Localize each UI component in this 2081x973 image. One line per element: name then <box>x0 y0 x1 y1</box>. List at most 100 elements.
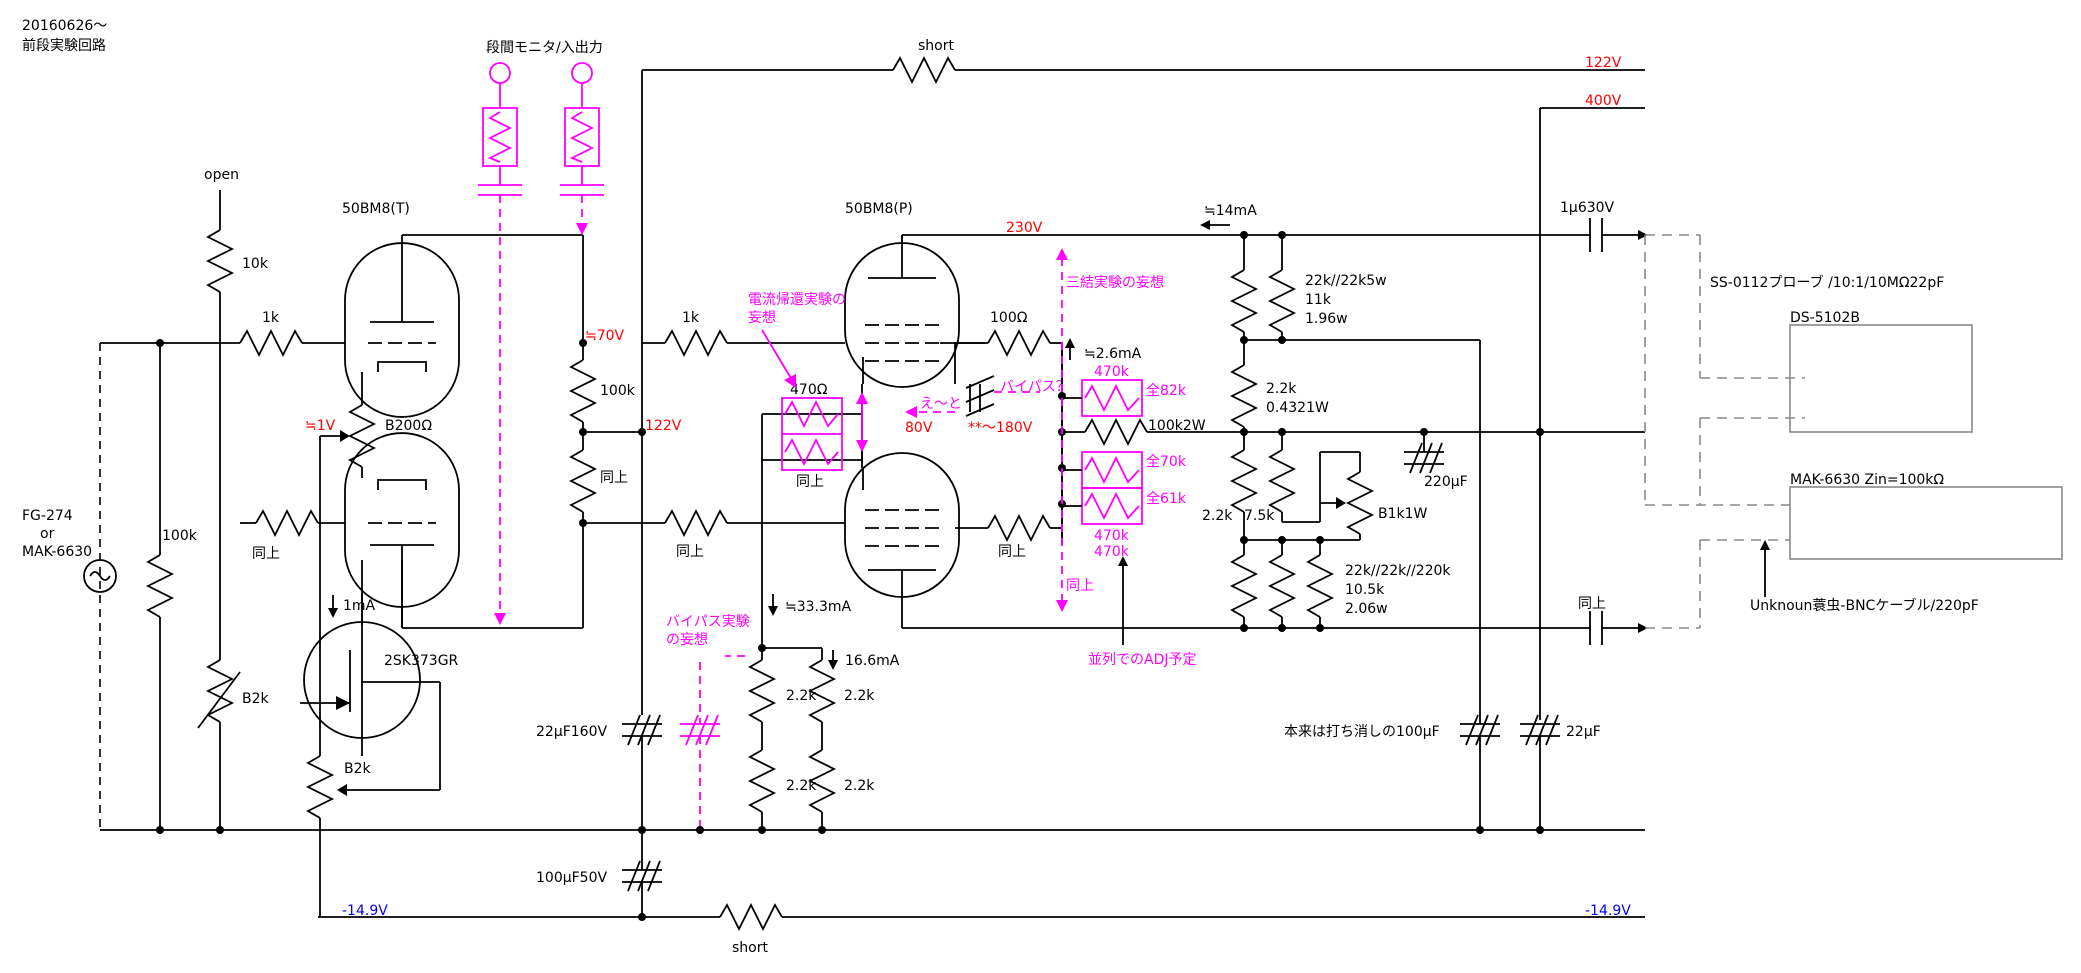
r470k-label-3: 470k <box>1094 544 1130 560</box>
signal-generator <box>83 343 117 830</box>
voltage-230v-label: 230V <box>1006 220 1043 236</box>
r2-2k-4-label: 2.2k <box>844 778 875 794</box>
cap-22uf-right-label: 22μF <box>1566 724 1601 740</box>
b2k-bias-label: B2k <box>242 691 270 707</box>
bypass-question <box>905 375 1040 418</box>
same-plate2-label: 同上 <box>600 470 628 486</box>
triode-lower <box>344 432 583 629</box>
fet-2sk373 <box>300 578 441 917</box>
oscilloscope-box <box>1789 324 1973 433</box>
open-label: open <box>204 167 239 183</box>
short-label-bottom: short <box>732 940 768 956</box>
r11k-label: 11k <box>1305 292 1332 308</box>
mak-label: MAK-6630 Zin=100kΩ <box>1790 472 1944 488</box>
header-date: 20160626～ <box>22 18 107 34</box>
pentode-plate-r <box>955 328 1063 545</box>
b1k1w-label: B1k1W <box>1378 506 1428 522</box>
probe-wiring <box>1644 234 1805 629</box>
triode-lower-grid <box>240 508 345 538</box>
w196-label: 1.96w <box>1305 311 1348 327</box>
r22k-220k-label: 22k//22k//220k <box>1345 563 1451 579</box>
voltage-400v-label: 400V <box>1585 93 1622 109</box>
adj-label: 並列でのADJ予定 <box>1088 652 1197 668</box>
generator-label-1: FG-274 <box>22 508 73 524</box>
voltage-122v-label: 122V <box>1585 55 1622 71</box>
r10k-label: 10k <box>242 256 269 272</box>
cathode-load <box>747 644 837 834</box>
triode-upper <box>344 238 460 418</box>
r2-2k-lower-label: 2.2k <box>1202 508 1233 524</box>
voltage-180v-label: **〜180V <box>968 420 1033 436</box>
same-triode-label: 同上 <box>1066 578 1094 594</box>
header-title: 前段実験回路 <box>22 37 106 54</box>
all61-label: 全61k <box>1146 490 1187 507</box>
pentode-upper <box>844 234 1552 388</box>
ee-label: え〜と <box>920 396 962 412</box>
cap-22u160 <box>622 714 662 830</box>
r1k-pentode-label: 1k <box>682 310 700 326</box>
cathode-network <box>761 413 863 648</box>
rail-400v <box>1539 107 1645 720</box>
analyzer-box <box>1789 486 2063 560</box>
plate-load <box>568 235 642 628</box>
r2-2k-3-label: 2.2k <box>786 778 817 794</box>
voltage-1v-label: ≒1V <box>305 418 336 434</box>
r470k-label-1: 470k <box>1094 364 1130 380</box>
voltage-80v-label: 80V <box>905 420 933 436</box>
r10-5k-label: 10.5k <box>1345 582 1385 598</box>
output-cap-top <box>1552 218 1648 252</box>
voltage-122v-mid-label: 122V <box>645 418 682 434</box>
r2-2k-divider-label: 2.2k <box>1266 381 1297 397</box>
voltage-neg-left: -14.9V <box>342 903 388 919</box>
ma2-6-label: ≒2.6mA <box>1084 346 1142 362</box>
tube-pentode-label: 50BM8(P) <box>845 201 913 217</box>
same-cap-label: 同上 <box>1578 596 1606 612</box>
bypass-idea-label-1: バイパス実験 <box>666 614 750 630</box>
bypass-idea-label-2: の妄想 <box>666 632 708 648</box>
stage-monitor <box>478 62 604 625</box>
cap-100u50-label: 100μF50V <box>536 870 607 886</box>
tube-triode-label: 50BM8(T) <box>342 201 410 217</box>
probe-label: SS-0112プローブ /10:1/10MΩ22pF <box>1710 274 1944 291</box>
same-grid3-label: 同上 <box>676 544 704 560</box>
fb-idea-label-2: 妄想 <box>748 310 776 326</box>
ma14-label: ≒14mA <box>1204 203 1257 219</box>
input-network <box>100 328 345 834</box>
ma1-arrow <box>328 595 338 618</box>
same-r470-label: 同上 <box>796 474 824 490</box>
generator-label-2: or <box>40 526 55 542</box>
r22k5w-label: 22k//22k5w <box>1305 273 1387 289</box>
ds-label: DS-5102B <box>1790 310 1860 326</box>
r2-2k-2-label: 2.2k <box>844 688 875 704</box>
r100k2w-label: 100k2W <box>1148 418 1206 434</box>
triode-idea <box>1056 248 1068 612</box>
voltage-neg-right: -14.9V <box>1585 903 1631 919</box>
fb-idea-label-1: 電流帰還実験の <box>748 291 846 308</box>
r2-2k-1-label: 2.2k <box>786 688 817 704</box>
cap-1u630-label: 1μ630V <box>1560 200 1615 216</box>
cap-100uf-strike <box>1460 714 1500 830</box>
all70-label: 全70k <box>1146 453 1187 470</box>
cap-22uf-right <box>1520 714 1560 830</box>
b2k-fet-label: B2k <box>344 761 372 777</box>
fet-label: 2SK373GR <box>384 653 459 669</box>
cable-label: Unknoun蓑虫-BNCケーブル/220pF <box>1750 597 1979 614</box>
r470-label: 470Ω <box>790 382 828 398</box>
r100k-input-label: 100k <box>162 528 198 544</box>
output-cap-bottom <box>1552 611 1648 645</box>
ma16-label: 16.6mA <box>845 653 900 669</box>
w2-06-label: 2.06w <box>1345 601 1388 617</box>
rail-122v <box>641 55 1645 715</box>
same-plate-r-label: 同上 <box>998 544 1026 560</box>
cap-220uf <box>1404 432 1444 474</box>
bypass-question-label: バイパス？ <box>1000 379 1070 395</box>
b200-label: B200Ω <box>385 418 432 434</box>
cap-100uf-strike-label: 本来は打ち消しの100μF <box>1284 723 1440 740</box>
voltage-70v-label: ≒70V <box>585 328 625 344</box>
cap-220uf-label: 220μF <box>1424 474 1468 490</box>
r100k-plate-label: 100k <box>600 383 636 399</box>
r470k-label-2: 470k <box>1094 528 1130 544</box>
divider-network <box>1229 235 1645 720</box>
short-label-top: short <box>918 38 954 54</box>
